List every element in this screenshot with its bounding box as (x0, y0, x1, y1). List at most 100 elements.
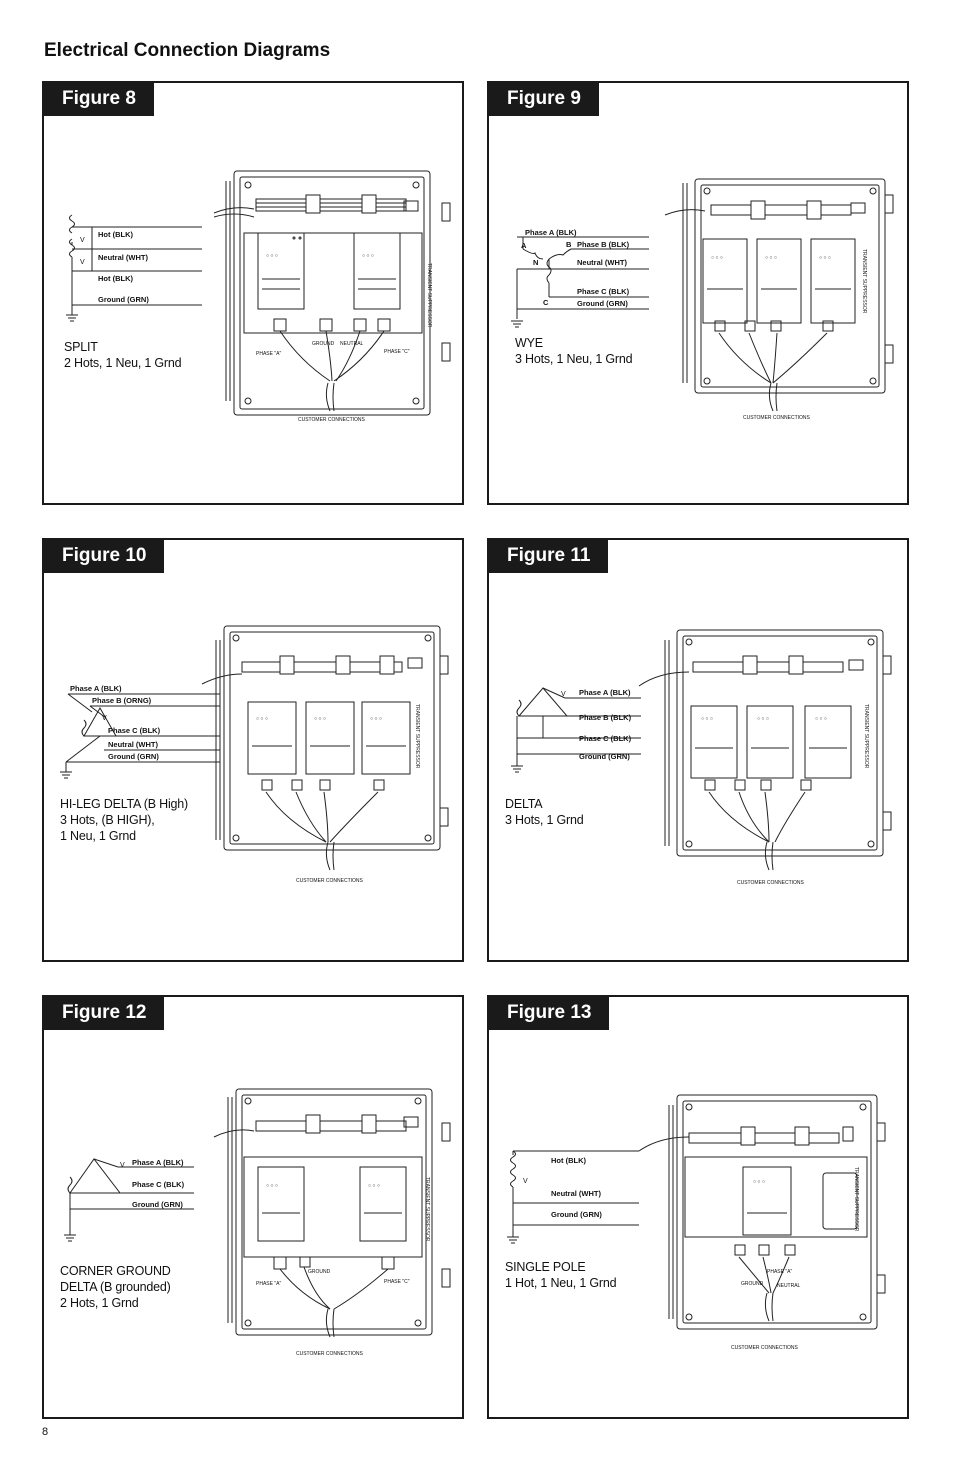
caption-line: 3 Hots, (B HIGH), (60, 813, 155, 827)
node-label: B (566, 240, 572, 249)
svg-text:○ ○ ○: ○ ○ ○ (266, 1183, 278, 1189)
svg-text:○ ○ ○: ○ ○ ○ (757, 716, 769, 722)
customer-connections-label: CUSTOMER CONNECTIONS (298, 417, 366, 423)
figure-12-tag: Figure 12 (44, 997, 165, 1030)
svg-text:○ ○ ○: ○ ○ ○ (819, 255, 831, 261)
figure-11-tag: Figure 11 (489, 540, 609, 573)
wire-label: Hot (BLK) (551, 1156, 586, 1165)
figure-8-tag: Figure 8 (44, 83, 154, 116)
wire-label: Hot (BLK) (98, 274, 133, 283)
caption-line: DELTA (B grounded) (60, 1280, 171, 1294)
wire-label: Phase A (BLK) (579, 688, 631, 697)
wire-label: Phase A (BLK) (70, 684, 122, 693)
figure-13-caption: SINGLE POLE 1 Hot, 1 Neu, 1 Grnd (505, 1259, 617, 1291)
svg-text:○ ○ ○: ○ ○ ○ (362, 253, 374, 259)
terminal-label: GROUND (308, 1269, 331, 1275)
svg-text:V: V (120, 1162, 125, 1169)
customer-connections-label: CUSTOMER CONNECTIONS (296, 878, 364, 884)
customer-connections-label: CUSTOMER CONNECTIONS (737, 880, 805, 886)
caption-line: SINGLE POLE (505, 1260, 586, 1274)
figure-10-diagram: ○ ○ ○○ ○ ○○ ○ ○ TRANSIENT SUPPRESSOR Pha… (60, 625, 449, 884)
svg-text:V: V (102, 715, 107, 722)
figure-13-tag: Figure 13 (489, 997, 610, 1030)
svg-text:○ ○ ○: ○ ○ ○ (701, 716, 713, 722)
wire-label: Phase C (BLK) (579, 734, 632, 743)
figure-13-panel: ○ ○ ○ TRANSIENT SUPPRESSOR V Hot (BLK) N… (487, 995, 909, 1419)
caption-line: 1 Hot, 1 Neu, 1 Grnd (505, 1276, 617, 1290)
wire-label: Phase A (BLK) (132, 1158, 184, 1167)
figure-9-tag: Figure 9 (489, 83, 599, 116)
caption-line: CORNER GROUND (60, 1264, 171, 1278)
svg-text:○ ○ ○: ○ ○ ○ (314, 716, 326, 722)
wire-label: Ground (GRN) (551, 1210, 602, 1219)
wire-label: Ground (GRN) (108, 752, 159, 761)
caption-line: 1 Neu, 1 Grnd (60, 829, 136, 843)
terminal-label: PHASE "A" (767, 1269, 792, 1275)
caption-line: 3 Hots, 1 Grnd (505, 813, 584, 827)
svg-text:TRANSIENT SUPPRESSOR: TRANSIENT SUPPRESSOR (853, 1167, 859, 1232)
svg-text:V: V (80, 237, 85, 244)
terminal-label: PHASE "C" (384, 349, 410, 355)
figure-11-panel: ○ ○ ○ ○ ○ ○ ○ ○ ○ TRANSIENT SUPPRESSOR V P… (487, 538, 909, 962)
svg-text:V: V (561, 691, 566, 698)
figure-9-diagram: ○ ○ ○○ ○ ○○ ○ ○ TRANSIENT SUPPRESSOR Pha… (511, 178, 894, 421)
figure-11-diagram: ○ ○ ○ ○ ○ ○ ○ ○ ○ TRANSIENT SUPPRESSOR V P… (511, 629, 892, 886)
svg-text:○ ○ ○: ○ ○ ○ (765, 255, 777, 261)
node-label: A (521, 241, 527, 250)
terminal-label: PHASE "A" (256, 1281, 281, 1287)
customer-connections-label: CUSTOMER CONNECTIONS (296, 1351, 364, 1357)
figure-10-tag: Figure 10 (44, 540, 165, 573)
svg-text:○ ○ ○: ○ ○ ○ (711, 255, 723, 261)
terminal-label: GROUND (741, 1281, 764, 1287)
svg-text:TRANSIENT SUPPRESSOR: TRANSIENT SUPPRESSOR (424, 1177, 430, 1242)
figure-12-caption: CORNER GROUND DELTA (B grounded) 2 Hots,… (60, 1263, 171, 1311)
customer-connections-label: CUSTOMER CONNECTIONS (731, 1345, 799, 1351)
svg-text:○ ○ ○: ○ ○ ○ (815, 716, 827, 722)
figure-8-diagram: ○ ○ ○ ○ ○ ○ TRANSIENT SUPPRESSOR Hot (BL… (66, 170, 451, 423)
svg-text:○ ○ ○: ○ ○ ○ (266, 253, 278, 259)
caption-line: HI-LEG DELTA (B High) (60, 797, 189, 811)
page-number: 8 (42, 1426, 49, 1438)
page-title: Electrical Connection Diagrams (44, 40, 331, 61)
wire-label: Phase C (BLK) (577, 287, 630, 296)
figure-8-caption: SPLIT 2 Hots, 1 Neu, 1 Grnd (64, 339, 182, 371)
svg-text:TRANSIENT SUPPRESSOR: TRANSIENT SUPPRESSOR (863, 704, 869, 769)
figure-12-panel: ○ ○ ○ ○ ○ ○ TRANSIENT SUPPRESSOR V Phase … (42, 995, 464, 1419)
wire-label: Phase B (BLK) (579, 713, 632, 722)
wire-label: Ground (GRN) (132, 1200, 183, 1209)
svg-text:TRANSIENT SUPPRESSOR: TRANSIENT SUPPRESSOR (426, 263, 432, 328)
svg-text:○ ○ ○: ○ ○ ○ (753, 1179, 765, 1185)
caption-line: 2 Hots, 1 Neu, 1 Grnd (64, 356, 182, 370)
figure-10-caption: HI-LEG DELTA (B High) 3 Hots, (B HIGH), … (60, 796, 188, 844)
wire-label: Phase C (BLK) (108, 726, 161, 735)
wire-label: Phase A (BLK) (525, 228, 577, 237)
wire-label: Phase B (BLK) (577, 240, 630, 249)
svg-text:○ ○ ○: ○ ○ ○ (256, 716, 268, 722)
customer-connections-label: CUSTOMER CONNECTIONS (743, 415, 811, 421)
figure-13-diagram: ○ ○ ○ TRANSIENT SUPPRESSOR V Hot (BLK) N… (507, 1094, 886, 1351)
terminal-label: NEUTRAL (777, 1283, 801, 1289)
figure-12-diagram: ○ ○ ○ ○ ○ ○ TRANSIENT SUPPRESSOR V Phase … (64, 1088, 451, 1357)
caption-line: DELTA (505, 797, 543, 811)
figure-10-panel: ○ ○ ○○ ○ ○○ ○ ○ TRANSIENT SUPPRESSOR Pha… (42, 538, 464, 962)
wire-label: Phase C (BLK) (132, 1180, 185, 1189)
wire-label: Ground (GRN) (98, 295, 149, 304)
wire-label: Neutral (WHT) (108, 740, 158, 749)
wire-label: Neutral (WHT) (98, 253, 148, 262)
caption-line: WYE (515, 336, 543, 350)
node-label: C (543, 298, 549, 307)
terminal-label: NEUTRAL (340, 341, 364, 347)
wire-label: Ground (GRN) (579, 752, 630, 761)
terminal-label: PHASE "C" (384, 1279, 410, 1285)
wire-label: Ground (GRN) (577, 299, 628, 308)
figure-8-panel: ○ ○ ○ ○ ○ ○ TRANSIENT SUPPRESSOR Hot (BL… (42, 81, 464, 505)
svg-text:○ ○ ○: ○ ○ ○ (370, 716, 382, 722)
figure-9-panel: ○ ○ ○○ ○ ○○ ○ ○ TRANSIENT SUPPRESSOR Pha… (487, 81, 909, 505)
terminal-label: GROUND (312, 341, 335, 347)
wire-label: Neutral (WHT) (551, 1189, 601, 1198)
node-label: N (533, 258, 538, 267)
caption-line: 2 Hots, 1 Grnd (60, 1296, 139, 1310)
svg-text:V: V (523, 1178, 528, 1185)
svg-text:○ ○ ○: ○ ○ ○ (368, 1183, 380, 1189)
caption-line: SPLIT (64, 340, 98, 354)
